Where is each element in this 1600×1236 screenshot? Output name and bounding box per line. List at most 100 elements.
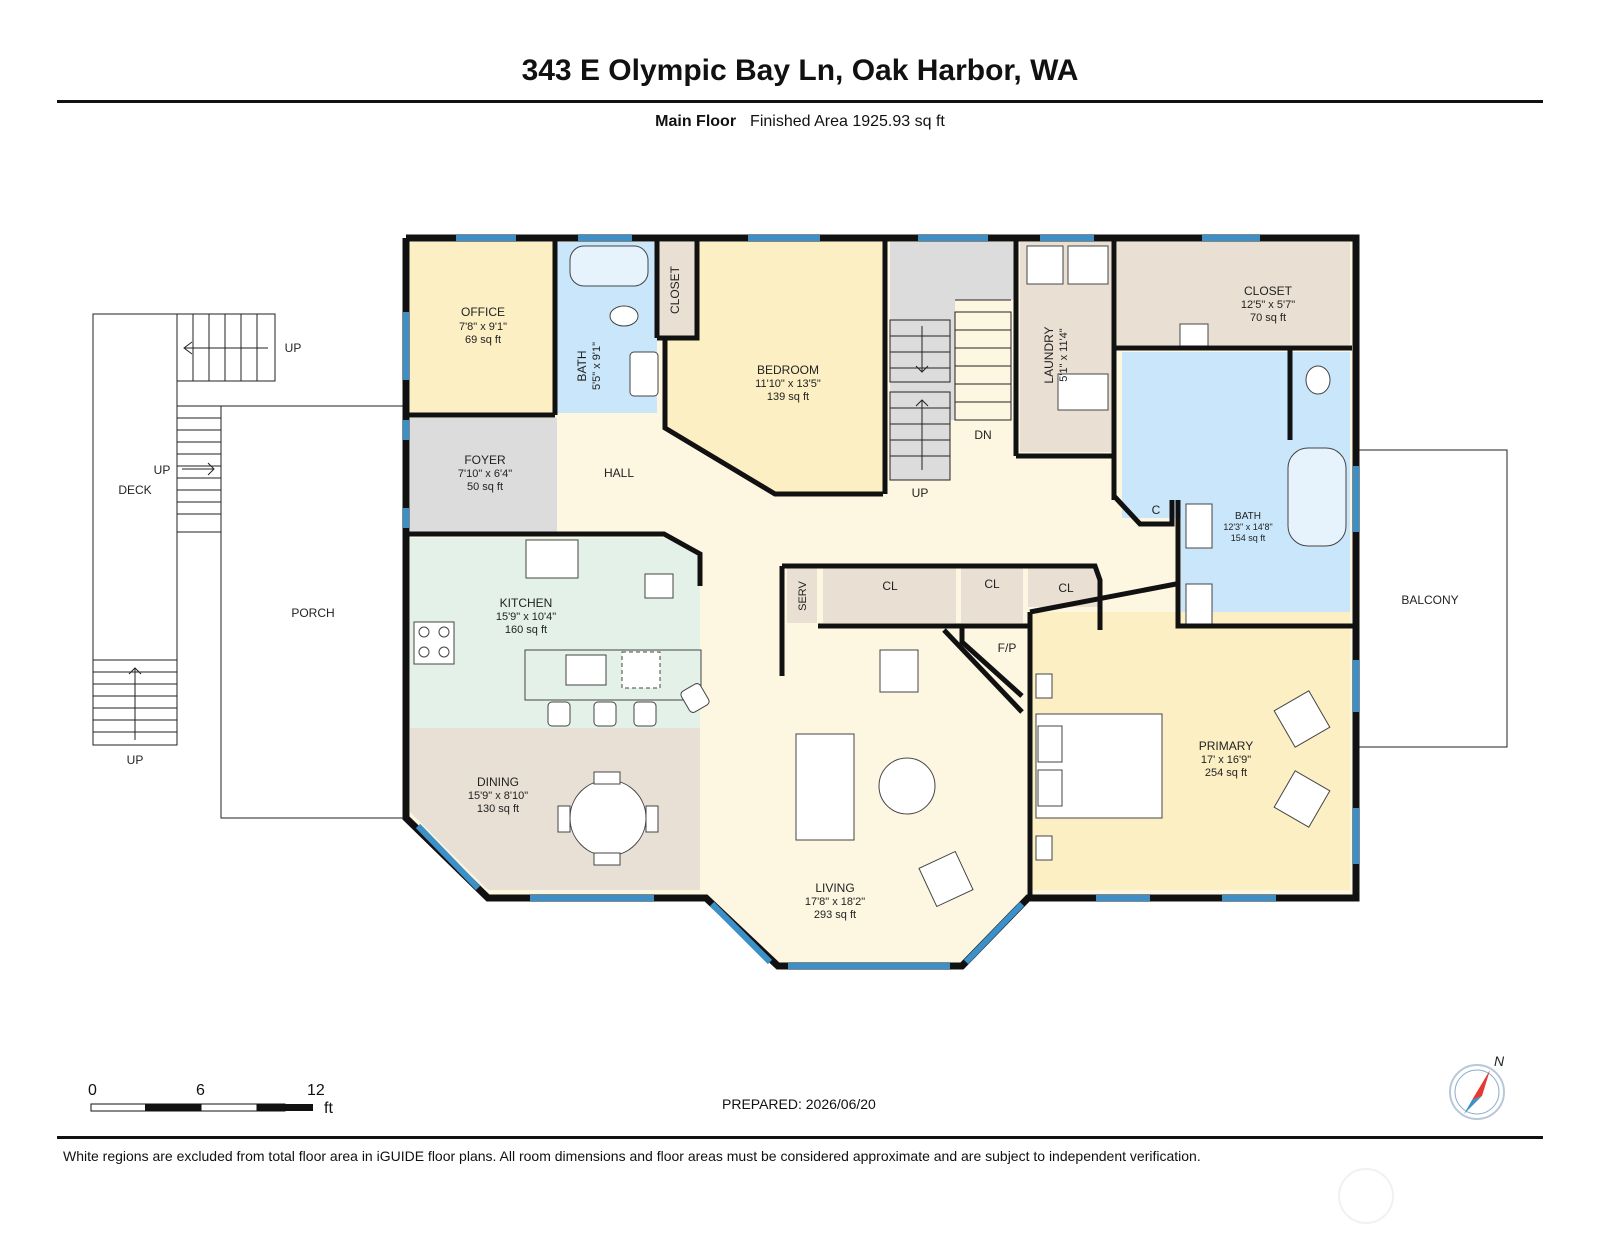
office-name: OFFICE <box>461 305 505 319</box>
cl-a-name: CL <box>882 579 898 593</box>
cl-c-name: CL <box>1058 581 1074 595</box>
bath2-area: 154 sq ft <box>1231 533 1266 543</box>
dryer <box>1067 245 1109 285</box>
living-name: LIVING <box>815 881 854 895</box>
primary-dims: 17' x 16'9" <box>1201 754 1251 766</box>
vanity-sink-b <box>1185 583 1213 625</box>
primary-name: PRIMARY <box>1199 739 1253 753</box>
stool-4 <box>680 683 710 713</box>
closet2-shelf <box>1179 323 1209 347</box>
page-title: 343 E Olympic Bay Ln, Oak Harbor, WA <box>521 54 1079 87</box>
foyer-area: 50 sq ft <box>467 481 503 493</box>
serv-fill <box>787 567 817 623</box>
sofa <box>795 733 855 841</box>
interior-walls <box>406 238 1356 898</box>
nightstand-2 <box>1035 835 1053 861</box>
bedroom-area: 139 sq ft <box>767 391 809 403</box>
serv-name: SERV <box>797 580 809 610</box>
hall-name: HALL <box>604 466 634 480</box>
nightstand-1 <box>1035 673 1053 699</box>
closet2-area: 70 sq ft <box>1250 312 1286 324</box>
dining-dims: 15'9" x 8'10" <box>468 790 528 802</box>
vanity-sink-a <box>1185 503 1213 549</box>
foyer-fill <box>410 418 557 532</box>
kitchen-island <box>524 649 702 701</box>
scale-bar <box>90 1103 313 1112</box>
kitchen-dims: 15'9" x 10'4" <box>496 611 556 623</box>
disclaimer: White regions are excluded from total fl… <box>63 1148 1201 1164</box>
washer <box>1026 245 1064 285</box>
dining-table <box>569 779 647 857</box>
kitchen-sink <box>565 654 607 686</box>
compass-north: N <box>1494 1053 1505 1069</box>
scale-tick-6: 6 <box>196 1082 205 1099</box>
bath1-dims: 5'5" x 9'1" <box>591 342 603 390</box>
laundry-name: LAUNDRY <box>1042 326 1056 383</box>
scale-tick-12: 12 <box>307 1082 325 1099</box>
fixtures <box>413 245 1347 908</box>
closet1-fill <box>657 242 697 336</box>
prepared-date: PREPARED: 2026/06/20 <box>722 1096 876 1112</box>
bath2-fill <box>1122 352 1350 622</box>
laundry-dims: 5'1" x 11'4" <box>1058 328 1070 381</box>
bathtub <box>569 245 649 287</box>
dn-label: DN <box>974 428 991 442</box>
cl-b-name: CL <box>984 577 1000 591</box>
porch-outline <box>220 406 403 819</box>
windows <box>403 235 1359 969</box>
bedroom-name: BEDROOM <box>757 363 819 377</box>
stool-3 <box>633 701 657 727</box>
office-fill <box>410 242 553 413</box>
room-labels: OFFICE 7'8" x 9'1" 69 sq ft BATH 5'5" x … <box>118 265 1458 921</box>
primary-area: 254 sq ft <box>1205 767 1247 779</box>
bedroom-fill <box>665 242 885 494</box>
balcony-label: BALCONY <box>1401 593 1458 607</box>
coffee-table <box>878 757 936 815</box>
island-cooktop <box>621 651 661 689</box>
bath2-name: BATH <box>1235 511 1261 522</box>
cl-a-fill <box>823 567 956 623</box>
closet2-fill <box>1117 242 1350 345</box>
bath2-dims: 12'3" x 14'8" <box>1223 522 1272 532</box>
primary-chair-1 <box>1273 690 1331 748</box>
bath1-name: BATH <box>575 350 589 381</box>
dining-name: DINING <box>477 775 519 789</box>
living-area: 293 sq ft <box>814 909 856 921</box>
bathtub2 <box>1287 447 1347 547</box>
closet2-name: CLOSET <box>1244 284 1293 298</box>
floor-name: Main Floor <box>655 113 737 130</box>
office-area: 69 sq ft <box>465 334 501 346</box>
scale-unit: ft <box>324 1100 333 1117</box>
stair-area-fill <box>890 242 1015 420</box>
living-chair-2 <box>918 850 974 908</box>
primary-chair-2 <box>1273 770 1331 828</box>
up-label-4: UP <box>912 486 929 500</box>
cl-b-fill <box>961 567 1023 623</box>
fridge <box>525 539 579 579</box>
watermark-circle <box>1338 1168 1394 1224</box>
porch-label: PORCH <box>291 606 334 620</box>
kitchen-name: KITCHEN <box>500 596 553 610</box>
exterior <box>92 313 1508 819</box>
title-rule <box>57 100 1543 103</box>
closet1-name: CLOSET <box>668 265 682 314</box>
sink1 <box>629 351 659 397</box>
foyer-name: FOYER <box>464 453 506 467</box>
laundry-sink <box>1057 373 1109 411</box>
stair-up-fill <box>890 386 950 480</box>
finished-area: Finished Area 1925.93 sq ft <box>750 113 945 130</box>
stool-1 <box>547 701 571 727</box>
stool-2 <box>593 701 617 727</box>
kitchen-area: 160 sq ft <box>505 624 547 636</box>
up-label-3: UP <box>127 753 144 767</box>
office-dims: 7'8" x 9'1" <box>459 321 507 333</box>
foyer-dims: 7'10" x 6'4" <box>458 468 512 480</box>
dining-area: 130 sq ft <box>477 803 519 815</box>
bedroom-dims: 11'10" x 13'5" <box>755 378 821 390</box>
dishwasher <box>644 573 674 599</box>
up-label-1: UP <box>285 341 302 355</box>
living-dims: 17'8" x 18'2" <box>805 896 865 908</box>
stair-bottom <box>92 659 178 746</box>
scale-tick-0: 0 <box>88 1082 97 1099</box>
